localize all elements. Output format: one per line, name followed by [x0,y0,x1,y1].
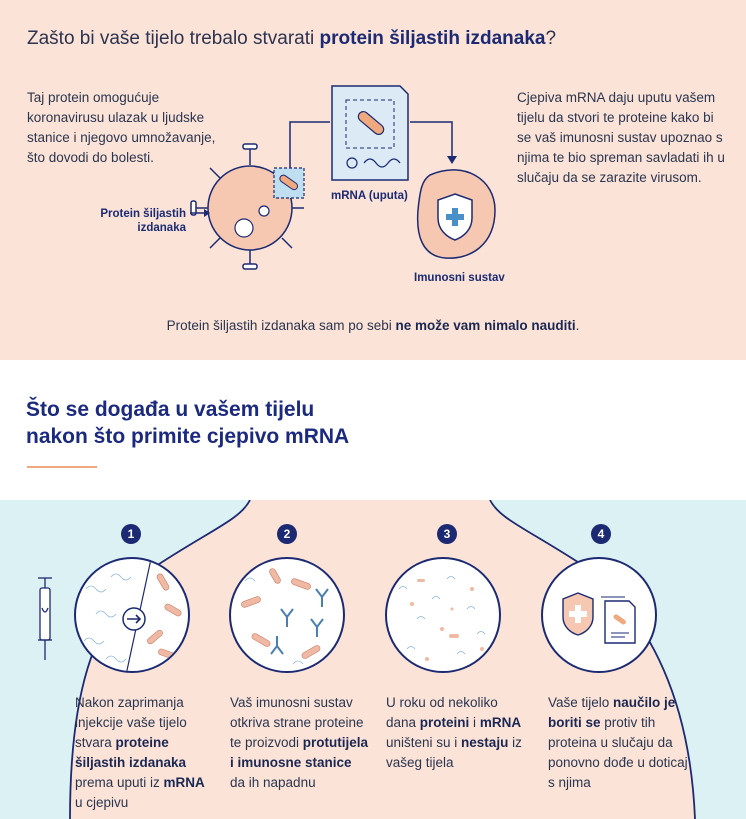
section-title: Što se događa u vašem tijelu nakon što p… [26,398,350,448]
syringe-icon [38,577,52,660]
step-number-1: 1 [121,524,141,544]
arrow-down-icon [447,156,457,164]
immune-label: Imunosni sustav [414,272,505,284]
step-1-illustration [74,557,190,673]
step-3-text: U roku od nekoliko dana proteini i mRNA … [386,695,522,770]
diagram-illustration [190,85,496,270]
step-number-4: 4 [591,524,611,544]
step-3-illustration [385,557,501,673]
step-2-text: Vaš imunosni sustav otkriva strane prote… [230,695,369,790]
mrna-document-icon [331,85,409,181]
connector-line [289,121,330,190]
protein-description: Taj protein omogućuje koronavirusu ulaza… [27,90,216,165]
connector-line [410,121,453,158]
intro-footer-note: Protein šiljastih izdanaka sam po sebi n… [166,318,580,333]
steps-section: 1 2 3 4 [0,500,746,819]
step-2-illustration [229,557,345,673]
mrna-label: mRNA (uputa) [331,190,408,202]
step-4-text: Vaše tijelo naučilo je boriti se protiv … [548,695,688,790]
intro-section: Zašto bi vaše tijelo trebalo stvarati pr… [0,0,746,360]
immune-shield-icon [416,169,496,259]
virus-cell-icon [190,143,305,270]
step-number-2: 2 [277,524,297,544]
vaccine-description: Cjepiva mRNA daju uputu vašem tijelu da … [517,90,725,185]
arrow-right-icon [204,209,210,217]
step-4-illustration [541,557,657,673]
step-1-text: Nakon zaprimanja injekcije vaše tijelo s… [75,695,205,810]
title-underline [27,466,97,468]
intro-title: Zašto bi vaše tijelo trebalo stvarati pr… [27,28,557,49]
step-number-3: 3 [437,524,457,544]
